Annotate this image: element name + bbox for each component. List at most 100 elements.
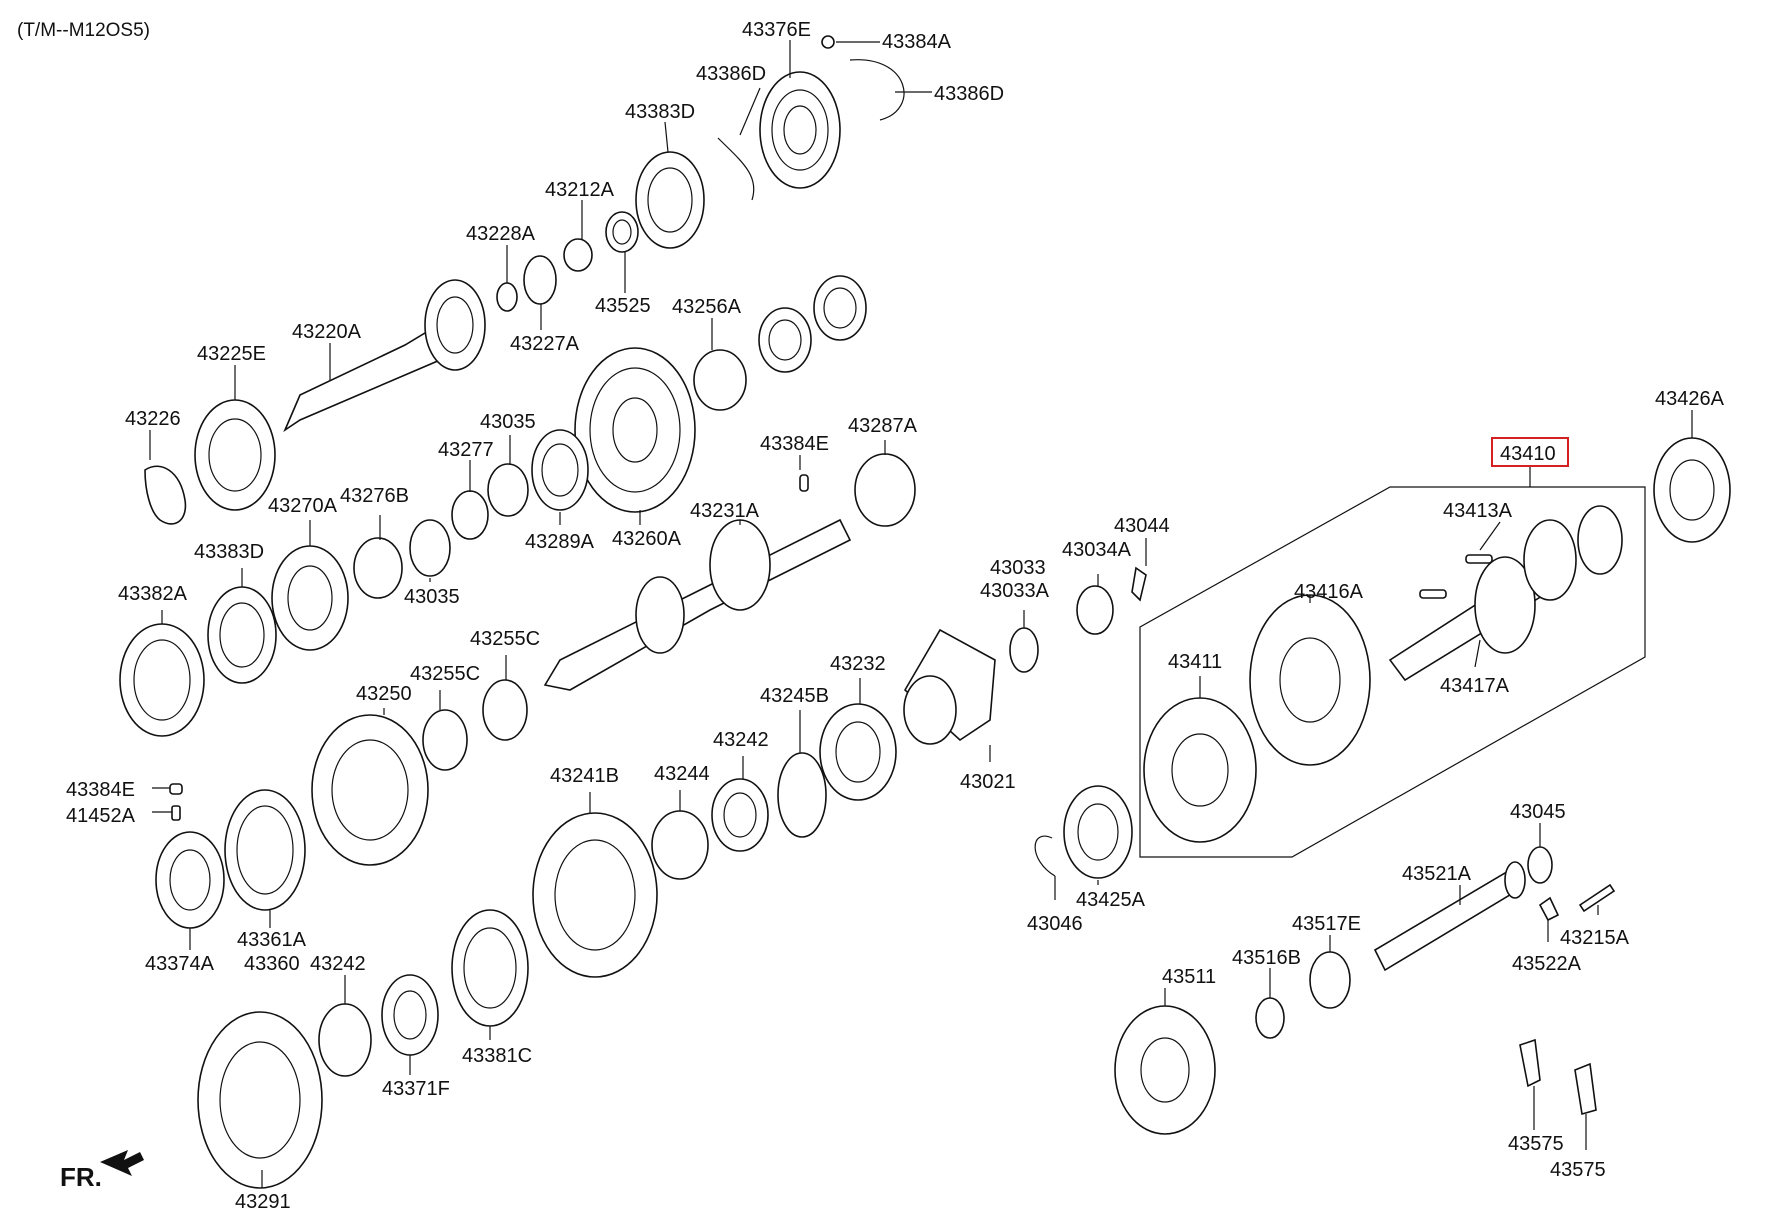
label-43255C-lower[interactable]: 43255C: [410, 663, 480, 685]
label-43033[interactable]: 43033: [990, 557, 1046, 579]
label-43376E[interactable]: 43376E: [742, 19, 811, 41]
label-43225E[interactable]: 43225E: [197, 343, 266, 365]
needle-bearing-43035-upper[interactable]: [487, 463, 529, 517]
label-43033A[interactable]: 43033A: [980, 580, 1050, 602]
nut-43212A[interactable]: [563, 238, 593, 272]
label-43046[interactable]: 43046: [1027, 913, 1083, 935]
needle-bearing-43035-lower[interactable]: [409, 519, 451, 577]
blocker-ring-43383D-top[interactable]: [635, 151, 705, 249]
lever-43575-a[interactable]: [1519, 1038, 1541, 1088]
label-43384E-lower[interactable]: 43384E: [66, 779, 135, 801]
label-43035-lower[interactable]: 43035: [404, 586, 460, 608]
snap-ring-43033A[interactable]: [1009, 627, 1039, 673]
retainer-43021[interactable]: [903, 628, 996, 745]
label-43034A[interactable]: 43034A: [1062, 539, 1132, 561]
nut-43034A[interactable]: [1076, 585, 1114, 635]
label-43260A[interactable]: 43260A: [612, 528, 682, 550]
bearing-43426A[interactable]: [1653, 437, 1731, 543]
label-43522A[interactable]: 43522A: [1512, 953, 1582, 975]
label-43241B[interactable]: 43241B: [550, 765, 619, 787]
snap-ring-43386D-right[interactable]: [849, 59, 905, 121]
bracket-43522A[interactable]: [1538, 896, 1560, 922]
label-43426A[interactable]: 43426A: [1655, 388, 1725, 410]
label-43383D-top[interactable]: 43383D: [625, 101, 695, 123]
label-43374A[interactable]: 43374A: [145, 953, 215, 975]
thrust-washer-43245B[interactable]: [777, 752, 827, 838]
label-43270A[interactable]: 43270A: [268, 495, 338, 517]
label-43245B[interactable]: 43245B: [760, 685, 829, 707]
hub-43374A[interactable]: [155, 831, 225, 929]
gear-43260A[interactable]: [574, 347, 696, 513]
gear-43270A[interactable]: [271, 545, 349, 651]
label-43417A[interactable]: 43417A: [1440, 675, 1510, 697]
label-43021[interactable]: 43021: [960, 771, 1016, 793]
label-43384E-upper[interactable]: 43384E: [760, 433, 829, 455]
key-43413A-b[interactable]: [1419, 589, 1447, 599]
snap-ring-43045[interactable]: [1527, 846, 1553, 884]
bushing-43244[interactable]: [651, 810, 709, 880]
label-43381C[interactable]: 43381C: [462, 1045, 532, 1067]
label-43276B[interactable]: 43276B: [340, 485, 409, 507]
label-43575-right[interactable]: 43575: [1550, 1159, 1606, 1181]
washer-43517E[interactable]: [1309, 951, 1351, 1009]
gear-43411[interactable]: [1143, 697, 1257, 843]
main-shaft-43231A[interactable]: [543, 518, 852, 691]
gear-43250[interactable]: [311, 714, 429, 866]
hub-43371F[interactable]: [381, 974, 439, 1056]
label-43517E[interactable]: 43517E: [1292, 913, 1361, 935]
clip-43384A[interactable]: [821, 35, 835, 49]
needle-bearing-43256A-2[interactable]: [758, 307, 812, 373]
label-43384A[interactable]: 43384A: [882, 31, 952, 53]
label-43383D-lower[interactable]: 43383D: [194, 541, 264, 563]
sleeve-43382A[interactable]: [119, 623, 205, 737]
label-43361A[interactable]: 43361A: [237, 929, 307, 951]
label-43287A[interactable]: 43287A: [848, 415, 918, 437]
bearing-43516B[interactable]: [1255, 997, 1285, 1039]
needle-bearing-43255C-lower[interactable]: [422, 709, 468, 771]
label-43226[interactable]: 43226: [125, 408, 181, 430]
sleeve-43381C[interactable]: [451, 909, 529, 1027]
pin-43384E-lower[interactable]: [169, 783, 183, 795]
label-43232[interactable]: 43232: [830, 653, 886, 675]
key-43413A-a[interactable]: [1465, 554, 1493, 564]
bearing-43227A[interactable]: [523, 255, 557, 305]
bearing-43425A[interactable]: [1063, 785, 1133, 879]
idler-shaft-43521A[interactable]: [1373, 861, 1526, 972]
label-43277[interactable]: 43277: [438, 439, 494, 461]
label-43371F[interactable]: 43371F: [382, 1078, 450, 1100]
label-43291[interactable]: 43291: [235, 1191, 291, 1211]
label-43360[interactable]: 43360: [244, 953, 300, 975]
needle-bearing-43242-lower[interactable]: [318, 1003, 372, 1077]
label-43250[interactable]: 43250: [356, 683, 412, 705]
blocker-ring-43289A[interactable]: [531, 429, 589, 511]
gear-43241B[interactable]: [532, 812, 658, 978]
label-43244[interactable]: 43244: [654, 763, 710, 785]
label-43410[interactable]: 43410: [1500, 443, 1556, 465]
label-41452A[interactable]: 41452A: [66, 805, 136, 827]
idler-gear-43511[interactable]: [1114, 1005, 1216, 1135]
bearing-43525[interactable]: [605, 211, 639, 253]
synchronizer-gear-43376E[interactable]: [759, 71, 841, 189]
label-43035-upper[interactable]: 43035: [480, 411, 536, 433]
label-43242-upper[interactable]: 43242: [713, 729, 769, 751]
label-43044[interactable]: 43044: [1114, 515, 1170, 537]
label-43220A[interactable]: 43220A: [292, 321, 362, 343]
label-43256A[interactable]: 43256A: [672, 296, 742, 318]
input-shaft-43220A[interactable]: [283, 279, 486, 433]
label-43386D-left[interactable]: 43386D: [696, 63, 766, 85]
needle-bearing-43256A-1[interactable]: [693, 349, 747, 411]
pin-43044[interactable]: [1131, 566, 1147, 602]
label-43516B[interactable]: 43516B: [1232, 947, 1301, 969]
blocker-ring-43383D-lower[interactable]: [207, 586, 277, 684]
needle-bearing-43256A-3[interactable]: [813, 275, 867, 341]
bushing-43276B[interactable]: [353, 537, 403, 599]
bearing-43232[interactable]: [819, 703, 897, 801]
needle-bearing-43242-upper[interactable]: [711, 778, 769, 852]
snap-ring-43386D-left[interactable]: [717, 137, 755, 201]
ring-43228A[interactable]: [496, 282, 518, 312]
label-43521A[interactable]: 43521A: [1402, 863, 1472, 885]
bolt-43215A[interactable]: [1578, 883, 1616, 913]
snap-ring-43226[interactable]: [144, 465, 187, 525]
label-43215A[interactable]: 43215A: [1560, 927, 1630, 949]
sleeve-43361A[interactable]: [224, 789, 306, 911]
